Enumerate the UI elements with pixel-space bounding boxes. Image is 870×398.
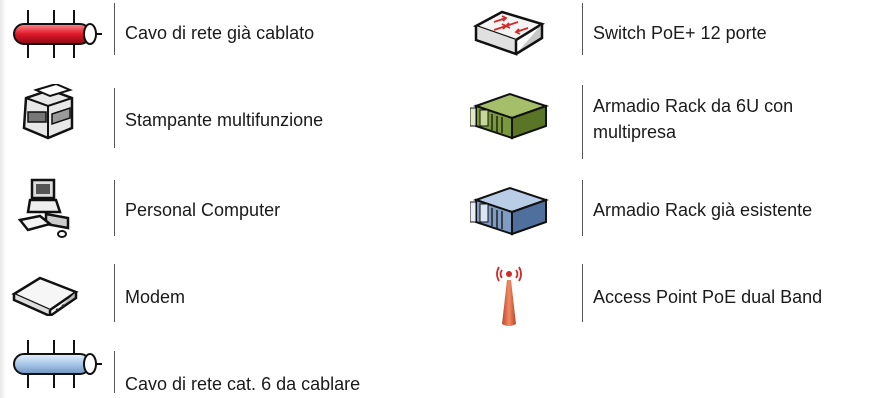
legend-item-switch: Switch PoE+ 12 porte: [440, 0, 870, 64]
separator-line: [114, 351, 115, 393]
legend-item-printer: Stampante multifunzione: [0, 80, 420, 160]
legend-item-new-rack: Armadio Rack da 6U con multipresa: [440, 80, 870, 162]
legend-label: Modem: [125, 287, 186, 307]
separator-line: [582, 85, 583, 159]
access-point-icon: [496, 266, 522, 326]
separator-line: [582, 3, 583, 55]
legend-label: Switch PoE+ 12 porte: [593, 23, 767, 43]
legend-item-access-point: Access Point PoE dual Band: [440, 262, 870, 332]
separator-line: [582, 264, 583, 322]
green-rack-icon: [470, 92, 550, 140]
separator-line: [114, 3, 115, 55]
separator-line: [114, 88, 115, 148]
blue-network-cable-icon: [13, 340, 102, 388]
personal-computer-icon: [17, 178, 70, 238]
modem-icon: [11, 276, 79, 316]
legend-label: Personal Computer: [125, 200, 281, 220]
legend-item-existing-rack: Armadio Rack già esistente: [440, 176, 870, 246]
legend-label: Armadio Rack già esistente: [593, 200, 813, 220]
red-network-cable-icon: [13, 10, 102, 58]
printer-icon: [22, 84, 74, 140]
legend-label: Cavo di rete già cablato: [125, 23, 315, 43]
legend-label: Armadio Rack da 6U con multipresa: [593, 96, 794, 142]
separator-line: [582, 180, 583, 236]
legend-item-modem: Modem: [0, 262, 420, 332]
separator-line: [114, 180, 115, 236]
separator-line: [114, 264, 115, 322]
legend-item-pc: Personal Computer: [0, 176, 420, 246]
legend-label: Stampante multifunzione: [125, 110, 324, 130]
legend-label: Access Point PoE dual Band: [593, 287, 823, 307]
legend-item-new-cable: Cavo di rete cat. 6 da cablare: [0, 338, 420, 398]
blue-rack-icon: [470, 186, 550, 236]
legend-item-existing-cable: Cavo di rete già cablato: [0, 0, 420, 64]
switch-icon: [472, 10, 546, 56]
legend-label: Cavo di rete cat. 6 da cablare: [125, 374, 361, 394]
page-edge-shadow: [0, 0, 6, 398]
